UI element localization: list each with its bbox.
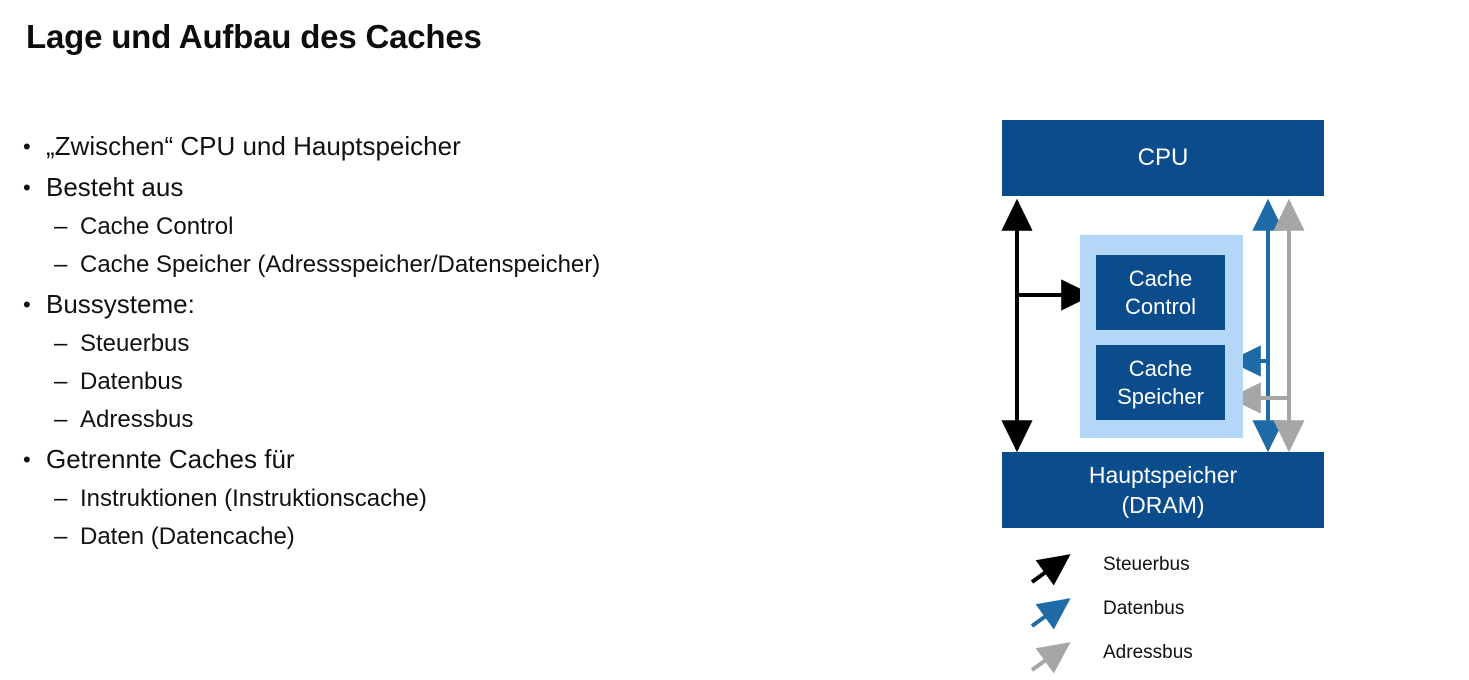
list-item-label: Bussysteme:: [46, 289, 195, 319]
cache-speicher-box: Cache Speicher: [1096, 345, 1225, 420]
list-item: – Adressbus: [20, 401, 890, 439]
bullet-dash-icon: –: [54, 368, 68, 395]
bullet-dash-icon: –: [54, 251, 68, 278]
list-item-label: Adressbus: [80, 406, 194, 433]
list-item-label: Getrennte Caches für: [46, 444, 295, 474]
list-item: • „Zwischen“ CPU und Hauptspeicher: [20, 126, 890, 167]
legend-label-adressbus: Adressbus: [1103, 642, 1193, 663]
list-item: – Steuerbus: [20, 325, 890, 363]
list-item: – Daten (Datencache): [20, 518, 890, 556]
bullet-dot-icon: •: [23, 134, 31, 159]
bullet-dot-icon: •: [23, 175, 31, 200]
list-item: • Getrennte Caches für: [20, 439, 890, 480]
bullet-dash-icon: –: [54, 213, 68, 240]
list-item-label: Cache Control: [80, 213, 234, 240]
list-item: • Bussysteme:: [20, 284, 890, 325]
bullet-dash-icon: –: [54, 485, 68, 512]
list-item: – Datenbus: [20, 363, 890, 401]
list-item-label: „Zwischen“ CPU und Hauptspeicher: [46, 131, 461, 161]
list-item-label: Cache Speicher (Adressspeicher/Datenspei…: [80, 251, 601, 278]
cache-control-box: Cache Control: [1096, 255, 1225, 330]
bullet-dash-icon: –: [54, 523, 68, 550]
list-item-label: Besteht aus: [46, 172, 184, 202]
page-title: Lage und Aufbau des Caches: [26, 18, 482, 55]
legend-label-datenbus: Datenbus: [1103, 598, 1185, 619]
list-item: • Besteht aus: [20, 167, 890, 208]
list-item-label: Daten (Datencache): [80, 523, 295, 550]
bullet-list: • „Zwischen“ CPU und Hauptspeicher • Bes…: [20, 126, 890, 556]
arrow-up-right-icon: [1030, 642, 1071, 674]
list-item: – Instruktionen (Instruktionscache): [20, 480, 890, 518]
hauptspeicher-label: Hauptspeicher (DRAM): [1088, 462, 1238, 518]
list-item-label: Instruktionen (Instruktionscache): [80, 485, 427, 512]
list-item: – Cache Control: [20, 208, 890, 246]
arrow-up-right-icon: [1030, 554, 1071, 586]
arrow-up-right-icon: [1030, 598, 1071, 630]
bullet-dash-icon: –: [54, 406, 68, 433]
list-item-label: Steuerbus: [80, 330, 190, 357]
hauptspeicher-box: Hauptspeicher (DRAM): [1002, 452, 1324, 528]
cache-speicher-label: Cache Speicher: [1117, 355, 1204, 409]
cache-control-label: Cache Control: [1125, 265, 1196, 319]
bullet-dot-icon: •: [23, 447, 31, 472]
legend-label-steuerbus: Steuerbus: [1103, 554, 1190, 575]
bullet-dash-icon: –: [54, 330, 68, 357]
cpu-box: CPU: [1002, 120, 1324, 196]
list-item: – Cache Speicher (Adressspeicher/Datensp…: [20, 246, 890, 284]
list-item-label: Datenbus: [80, 368, 183, 395]
bullet-dot-icon: •: [23, 292, 31, 317]
